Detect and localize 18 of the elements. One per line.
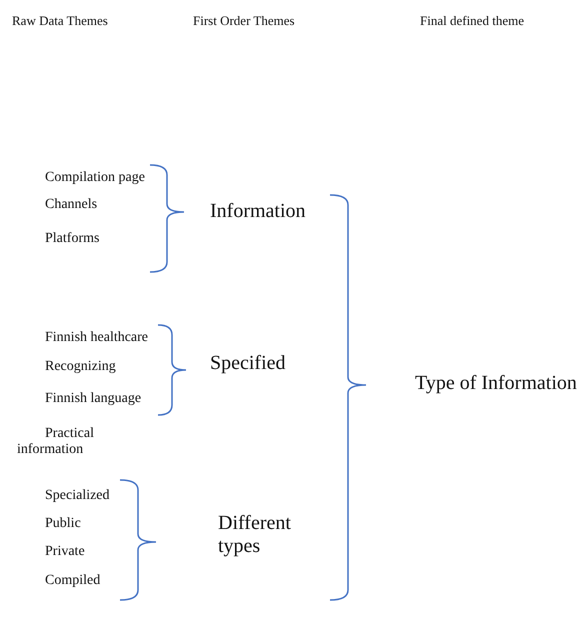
theme-text: Public xyxy=(45,516,81,532)
theme-text: Compiled xyxy=(45,573,100,590)
theme-text: Finnish healthcare xyxy=(45,330,148,346)
column-heading: Raw Data Themes xyxy=(12,14,108,29)
theme-text: Type of Information xyxy=(415,372,577,395)
theme-text: Specified xyxy=(210,352,286,375)
theme-text: Different types xyxy=(218,512,292,558)
column-heading: Final defined theme xyxy=(420,14,524,29)
column-heading: First Order Themes xyxy=(193,14,295,29)
theme-text: Practical information xyxy=(17,426,95,458)
theme-text: Recognizing xyxy=(45,359,116,376)
theme-text: Compilation page xyxy=(45,170,145,186)
theme-text: Specialized xyxy=(45,488,110,504)
theme-text: Platforms xyxy=(45,231,100,248)
theme-text: Channels xyxy=(45,197,98,214)
theme-text: Finnish language xyxy=(45,391,142,408)
theme-text: Private xyxy=(45,544,85,560)
theme-text: Information xyxy=(210,200,306,223)
